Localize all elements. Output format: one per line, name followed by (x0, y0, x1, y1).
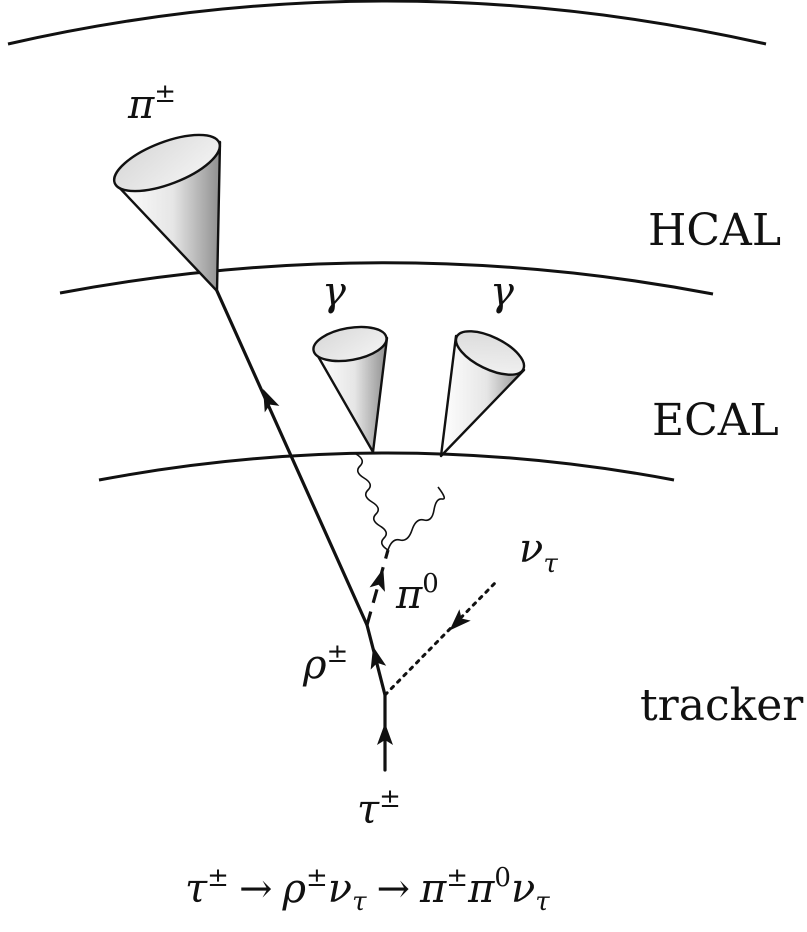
gamma-right-label: γ (490, 269, 514, 315)
photon-right-cone (439, 330, 526, 458)
pi-charged-track (215, 289, 369, 627)
tau-label: τ± (357, 784, 401, 833)
photon-right-line (387, 486, 446, 551)
pi-zero-label: π0 (395, 569, 439, 618)
hcal-ecal-boundary (59, 261, 714, 296)
tracker-label: tracker (640, 680, 804, 731)
ecal-tracker-boundary (98, 451, 675, 482)
outer-boundary (7, 0, 767, 46)
neutrino-arrow (449, 609, 471, 631)
pi-zero-arrow (369, 568, 385, 592)
tau-arrow (377, 723, 393, 745)
photon-left-cone (312, 325, 389, 454)
pi-charged-cone (112, 133, 222, 293)
neutrino-track (383, 581, 497, 697)
pi-charged-label: π± (127, 79, 176, 128)
gamma-left-label: γ (322, 269, 346, 315)
rho-arrow (370, 646, 387, 670)
pi-zero-track (365, 549, 390, 626)
ecal-label: ECAL (652, 395, 779, 446)
rho-label: ρ± (302, 639, 348, 688)
pi-charged-arrow (263, 389, 280, 413)
hcal-label: HCAL (648, 205, 781, 256)
nu-tau-label: ντ (519, 526, 558, 579)
decay-equation: τ±→ρ±ντ→π±π0ντ (185, 863, 550, 917)
photon-left-line (355, 453, 389, 551)
